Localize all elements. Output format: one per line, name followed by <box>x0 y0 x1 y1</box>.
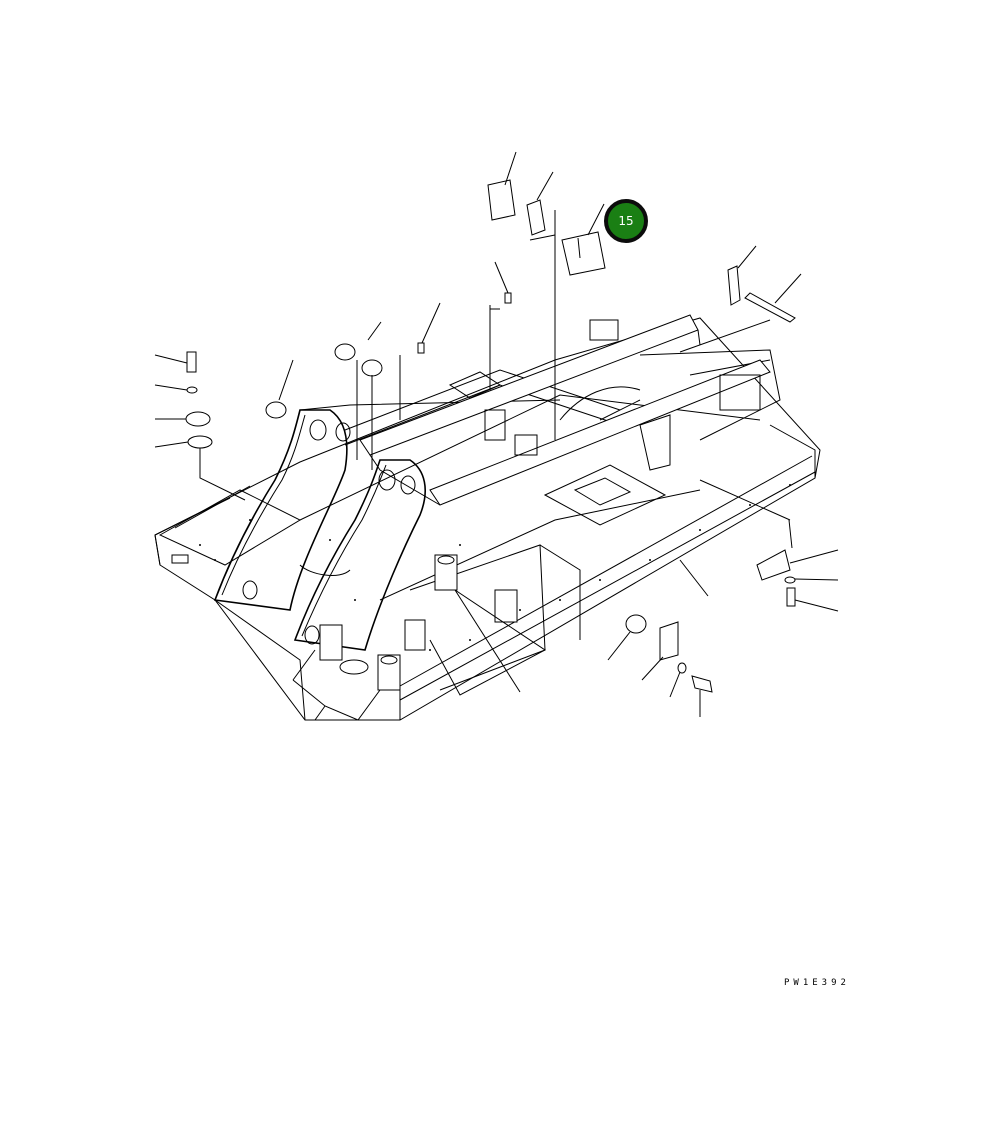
exploded-fasteners-right <box>659 479 796 693</box>
part-callout-15[interactable]: 15 <box>604 199 648 243</box>
upper-rails <box>359 314 771 506</box>
mount-brackets <box>319 554 518 691</box>
callout-label: 15 <box>618 214 634 228</box>
exploded-pads-top <box>417 179 796 354</box>
drawing-code: PW1E392 <box>784 978 850 988</box>
exploded-fasteners-left <box>185 351 246 501</box>
leader-lines <box>154 151 839 721</box>
exploded-bushings <box>265 343 647 634</box>
